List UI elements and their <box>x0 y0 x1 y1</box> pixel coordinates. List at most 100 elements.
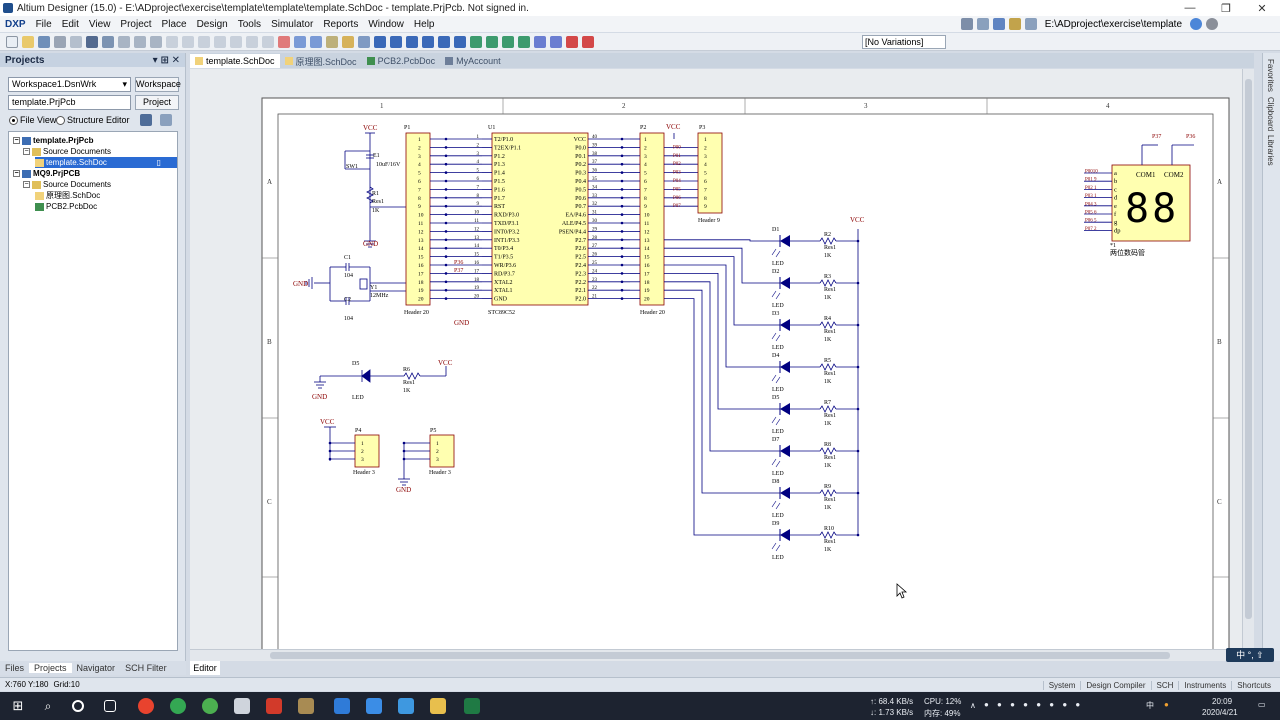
menu-view[interactable]: View <box>88 18 111 30</box>
sheet-symbol-icon[interactable] <box>486 35 498 48</box>
tree-node-mq9-prjpcb[interactable]: − MQ9.PrjPCB <box>13 168 175 179</box>
app-tray-icon[interactable]: ● <box>1164 700 1169 709</box>
deselect-icon[interactable] <box>278 35 290 48</box>
editor-tab[interactable]: Editor <box>190 661 220 675</box>
settings-icon[interactable] <box>1206 18 1218 30</box>
clock-date[interactable]: 2020/4/21 <box>1202 708 1238 717</box>
move-selection-icon[interactable] <box>262 35 274 48</box>
altium-icon[interactable] <box>298 698 314 714</box>
start-icon[interactable]: ⊞ <box>12 698 24 713</box>
workspace-combo[interactable]: Workspace1.DsnWrk <box>8 77 131 92</box>
vertical-scroll-thumb[interactable] <box>1245 79 1252 619</box>
app-icon[interactable] <box>334 698 350 714</box>
tab-navigator[interactable]: Navigator <box>76 663 116 673</box>
vcc-port-icon[interactable] <box>454 35 466 48</box>
p5-header[interactable]: 123 <box>398 434 455 486</box>
zoom-fit-icon[interactable] <box>118 35 130 48</box>
collapse-icon[interactable]: − <box>23 148 30 155</box>
clipboard-tab[interactable]: Clipboard <box>1266 97 1275 132</box>
tab-myaccount[interactable]: MyAccount <box>440 54 506 68</box>
tab-pcb2-pcbdoc[interactable]: PCB2.PcbDoc <box>362 54 441 68</box>
notification-icon[interactable]: ▭ <box>1258 700 1266 709</box>
menu-edit[interactable]: Edit <box>61 18 79 30</box>
app-icon[interactable] <box>266 698 282 714</box>
taskview-icon[interactable] <box>104 700 116 712</box>
app-icon[interactable] <box>398 698 414 714</box>
pencil-icon[interactable] <box>342 35 354 48</box>
wire-tool-icon[interactable] <box>960 18 973 30</box>
undo-icon[interactable] <box>294 35 306 48</box>
redo-icon[interactable] <box>310 35 322 48</box>
menu-dxp[interactable]: DXP <box>5 18 26 30</box>
libraries-tab[interactable]: Libraries <box>1266 135 1275 166</box>
zoom-select-icon[interactable] <box>150 35 162 48</box>
tree-node-template-prjpcb[interactable]: − template.PrjPcb <box>13 135 175 146</box>
tree-node-pcb2-pcbdoc[interactable]: PCB2.PcbDoc <box>35 201 177 212</box>
clock-time[interactable]: 20:09 <box>1212 697 1233 706</box>
paste-icon[interactable] <box>198 35 210 48</box>
schematic-canvas[interactable]: 1 2 3 4 A B C A B C VCC E1 10uF/16V SW1 <box>190 69 1254 661</box>
tree-node-yuanlitu-schdoc[interactable]: 原理图.SchDoc <box>35 190 177 201</box>
save-icon[interactable] <box>38 35 50 48</box>
device-sheet-icon[interactable] <box>518 35 530 48</box>
status-design-compiler[interactable]: Design Compiler <box>1080 680 1150 690</box>
restore-button[interactable]: ❐ <box>1221 2 1231 15</box>
grid-tool-icon[interactable] <box>1024 18 1037 30</box>
select-area-icon[interactable] <box>230 35 242 48</box>
close-button[interactable]: ✕ <box>1257 2 1267 15</box>
zoom-area-icon[interactable] <box>134 35 146 48</box>
print-icon[interactable] <box>54 35 66 48</box>
browse-icon[interactable] <box>358 35 370 48</box>
horizontal-scrollbar[interactable] <box>190 649 1242 661</box>
folder-icon[interactable] <box>430 698 446 714</box>
favorites-tab[interactable]: Favorites <box>1266 59 1275 92</box>
p4-header[interactable]: 123 <box>324 426 380 468</box>
status-shortcuts[interactable]: Shortcuts <box>1231 680 1276 690</box>
place-part-icon[interactable] <box>470 35 482 48</box>
variations-dropdown[interactable]: [No Variations] <box>862 35 946 49</box>
wire-icon[interactable] <box>374 35 386 48</box>
align-tool-icon[interactable] <box>976 18 989 30</box>
project-options-icon[interactable] <box>140 114 152 126</box>
chrome-icon[interactable] <box>170 698 186 714</box>
probe-tool-icon[interactable] <box>1008 18 1021 30</box>
ime-tray[interactable]: 中 <box>1146 701 1154 710</box>
app-icon[interactable] <box>138 698 154 714</box>
no-erc-icon[interactable] <box>566 35 578 48</box>
schematic-sheet[interactable]: 1 2 3 4 A B C A B C VCC E1 10uF/16V SW1 <box>190 69 1254 661</box>
hierarchy-icon[interactable] <box>326 35 338 48</box>
copy-icon[interactable] <box>182 35 194 48</box>
file-view-radio[interactable]: File View <box>9 115 56 125</box>
tab-projects[interactable]: Projects <box>29 663 72 673</box>
structure-editor-radio[interactable]: Structure Editor <box>56 115 130 125</box>
power-tool-icon[interactable] <box>992 18 1005 30</box>
net-label-icon[interactable] <box>422 35 434 48</box>
tree-node-source-docs-2[interactable]: − Source Documents <box>23 179 175 190</box>
collapse-icon[interactable]: − <box>13 137 20 144</box>
collapse-icon[interactable]: − <box>23 181 30 188</box>
directive-icon[interactable] <box>582 35 594 48</box>
bus-icon[interactable] <box>390 35 402 48</box>
vertical-scrollbar[interactable] <box>1242 69 1254 661</box>
project-tools-icon[interactable] <box>160 114 172 126</box>
search-icon[interactable]: ⌕ <box>44 699 52 713</box>
minimize-button[interactable]: — <box>1184 2 1196 14</box>
project-path[interactable]: E:\ADproject\exercise\template <box>1044 18 1182 30</box>
tray-chevron-icon[interactable]: ∧ <box>970 701 976 710</box>
status-system[interactable]: System <box>1042 680 1081 690</box>
cortana-icon[interactable] <box>72 700 84 712</box>
open-icon[interactable] <box>22 35 34 48</box>
device-icon[interactable] <box>86 35 98 48</box>
menu-tools[interactable]: Tools <box>237 18 262 30</box>
off-sheet-icon[interactable] <box>550 35 562 48</box>
rubber-stamp-icon[interactable] <box>214 35 226 48</box>
port-icon[interactable] <box>534 35 546 48</box>
menu-design[interactable]: Design <box>196 18 228 30</box>
folder-icon[interactable] <box>102 35 114 48</box>
cut-icon[interactable] <box>166 35 178 48</box>
gnd-port-icon[interactable] <box>438 35 450 48</box>
